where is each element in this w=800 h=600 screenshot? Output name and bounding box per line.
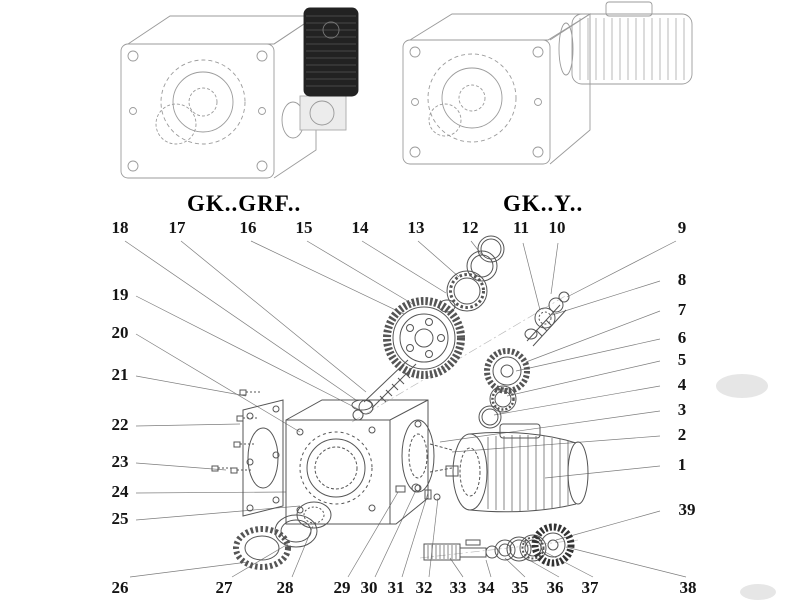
part-callout-9: 9 — [677, 218, 687, 237]
input-pinion-shaft — [524, 291, 570, 347]
part-callout-37: 37 — [581, 578, 599, 597]
part-callout-33: 33 — [449, 578, 467, 597]
grf-input-adapter — [303, 7, 359, 97]
part-callout-5: 5 — [677, 350, 687, 369]
part-callout-38: 38 — [679, 578, 697, 597]
flange-plate — [242, 399, 284, 517]
part-callout-6: 6 — [677, 328, 687, 347]
main-gear-and-shaft — [352, 297, 465, 421]
part-callout-20: 20 — [111, 323, 129, 342]
part-callout-7: 7 — [677, 300, 687, 319]
gearbox-grf-drawing — [120, 7, 359, 179]
model-label-grf: GK..GRF.. — [187, 191, 302, 216]
part-callout-12: 12 — [461, 218, 479, 237]
part-callout-22: 22 — [111, 415, 129, 434]
part-callout-27: 27 — [215, 578, 233, 597]
part-callout-35: 35 — [511, 578, 529, 597]
part-callout-39: 39 — [678, 500, 696, 519]
upper-bearing-stack — [446, 235, 505, 312]
motor — [445, 423, 589, 513]
model-label-y: GK..Y.. — [503, 191, 584, 216]
part-callout-30: 30 — [360, 578, 378, 597]
part-callout-8: 8 — [677, 270, 687, 289]
housing — [285, 399, 453, 525]
part-callout-11: 11 — [512, 218, 530, 237]
intermediate-gear-set — [478, 348, 530, 429]
part-callout-26: 26 — [111, 578, 129, 597]
part-callout-34: 34 — [477, 578, 495, 597]
part-callout-16: 16 — [239, 218, 257, 237]
exploded-view — [211, 235, 589, 570]
part-callout-15: 15 — [295, 218, 313, 237]
part-callout-25: 25 — [111, 509, 129, 528]
part-callout-29: 29 — [333, 578, 351, 597]
part-callout-18: 18 — [111, 218, 129, 237]
flange-bolts — [211, 389, 262, 474]
part-callout-19: 19 — [111, 285, 129, 304]
leader-lines — [124, 240, 687, 578]
watermark-smudges — [716, 374, 776, 600]
y-motor — [558, 1, 693, 85]
small-keys-and-plugs — [395, 483, 441, 501]
output-shaft-assembly — [423, 523, 575, 567]
part-callout-2: 2 — [677, 425, 687, 444]
part-callout-17: 17 — [168, 218, 186, 237]
part-callout-3: 3 — [677, 400, 687, 419]
part-callout-21: 21 — [111, 365, 129, 384]
part-callout-10: 10 — [548, 218, 566, 237]
part-callout-31: 31 — [387, 578, 405, 597]
part-callout-28: 28 — [276, 578, 294, 597]
gearbox-y-drawing — [402, 1, 693, 165]
part-callout-32: 32 — [415, 578, 433, 597]
part-callout-1: 1 — [677, 455, 687, 474]
part-callout-4: 4 — [677, 375, 687, 394]
part-callout-24: 24 — [111, 482, 129, 501]
part-callout-14: 14 — [351, 218, 369, 237]
part-callout-13: 13 — [407, 218, 425, 237]
part-callout-36: 36 — [546, 578, 564, 597]
part-callout-23: 23 — [111, 452, 129, 471]
lower-left-rings — [233, 501, 332, 570]
